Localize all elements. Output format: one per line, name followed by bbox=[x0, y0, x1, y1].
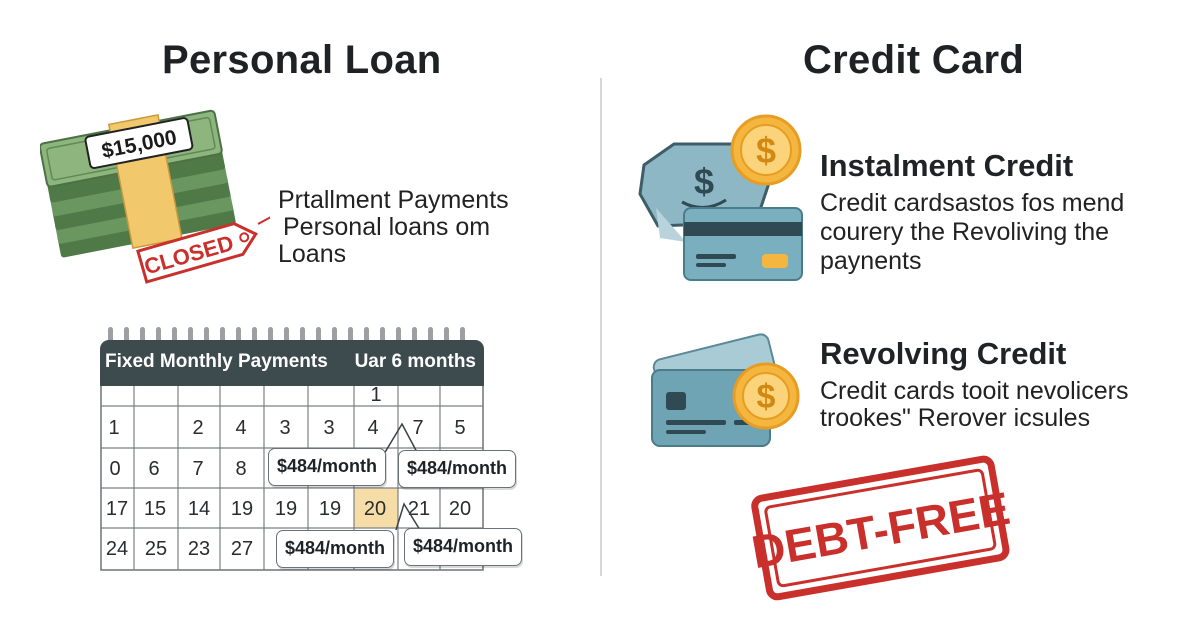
payment-amount-label: $484/month bbox=[398, 450, 517, 488]
money-stack-icon: $15,000 CLOSED bbox=[40, 109, 270, 284]
loan-text-line: Personal loans om bbox=[283, 213, 491, 241]
personal-loan-title: Personal Loan bbox=[162, 38, 442, 82]
calendar-header-title: Fixed Monthly Payments bbox=[105, 351, 328, 372]
loan-text-line: Loans bbox=[278, 240, 347, 268]
calendar-rings-icon bbox=[108, 327, 465, 343]
revolving-credit-heading: Revolving Credit bbox=[820, 336, 1067, 371]
calendar-day: 17 bbox=[105, 498, 129, 520]
calendar-day: 3 bbox=[323, 417, 335, 439]
calendar-day: 24 bbox=[105, 538, 129, 560]
credit-card-title: Credit Card bbox=[803, 38, 1025, 82]
calendar-day: 19 bbox=[318, 498, 342, 520]
revolving-credit-text: Credit cards tooit nevolicers bbox=[820, 377, 1129, 405]
calendar-day: 1 bbox=[108, 417, 120, 439]
calendar-day: 23 bbox=[187, 538, 211, 560]
calendar-header-duration: Uar 6 months bbox=[354, 351, 476, 372]
credit-card-icon bbox=[683, 207, 803, 281]
revolving-credit-icon: $ bbox=[651, 333, 800, 447]
calendar-day: 4 bbox=[235, 417, 247, 439]
instalment-credit-icon: $ $ bbox=[638, 114, 803, 281]
calendar-day: 20 bbox=[448, 498, 472, 520]
calendar-header: Fixed Monthly Payments Uar 6 months bbox=[100, 340, 484, 386]
calendar-day: 0 bbox=[109, 458, 121, 480]
payment-amount-label: $484/month bbox=[404, 528, 523, 566]
stamp-icon: DEBT-FREE bbox=[748, 455, 1014, 601]
highlighted-day-cell bbox=[354, 488, 398, 528]
instalment-credit-text: paynents bbox=[820, 247, 922, 275]
calendar-day: 6 bbox=[148, 458, 160, 480]
calendar-day: 25 bbox=[144, 538, 168, 560]
calendar-day: 15 bbox=[143, 498, 167, 520]
calendar-day: 27 bbox=[230, 538, 254, 560]
calendar-day-highlighted: 20 bbox=[363, 498, 387, 520]
loan-text-line: Prtallment Payments bbox=[278, 186, 509, 214]
instalment-credit-heading: Instalment Credit bbox=[820, 148, 1074, 183]
calendar-day: 5 bbox=[454, 417, 466, 439]
calendar-day: 2 bbox=[192, 417, 204, 439]
payment-amount-label: $484/month bbox=[276, 530, 395, 568]
calendar-day: 14 bbox=[187, 498, 211, 520]
dollar-coin-icon: $ bbox=[732, 362, 800, 430]
instalment-credit-text: Credit cardsastos fos mend bbox=[820, 189, 1125, 217]
note-dollar-symbol: $ bbox=[694, 161, 714, 202]
calendar-day: 7 bbox=[192, 458, 204, 480]
instalment-credit-text: courery the Revoliving the bbox=[820, 218, 1110, 246]
coin-dollar-symbol: $ bbox=[756, 130, 776, 171]
payment-calendar: Fixed Monthly Payments Uar 6 months 1 1 … bbox=[100, 326, 523, 572]
calendar-day: 4 bbox=[367, 417, 379, 439]
calendar-day: 7 bbox=[412, 417, 424, 439]
calendar-day: 21 bbox=[407, 498, 431, 520]
coin-dollar-symbol: $ bbox=[757, 378, 776, 416]
dollar-coin-icon: $ bbox=[730, 114, 802, 186]
calendar-day: 19 bbox=[230, 498, 254, 520]
calendar-day: 3 bbox=[279, 417, 291, 439]
payment-amount-label: $484/month bbox=[268, 448, 387, 486]
revolving-credit-text: trookes" Rerover icsules bbox=[820, 404, 1091, 432]
calendar-day: 19 bbox=[274, 498, 298, 520]
calendar-day: 1 bbox=[370, 384, 382, 406]
column-divider bbox=[600, 78, 602, 576]
calendar-day: 8 bbox=[235, 458, 247, 480]
